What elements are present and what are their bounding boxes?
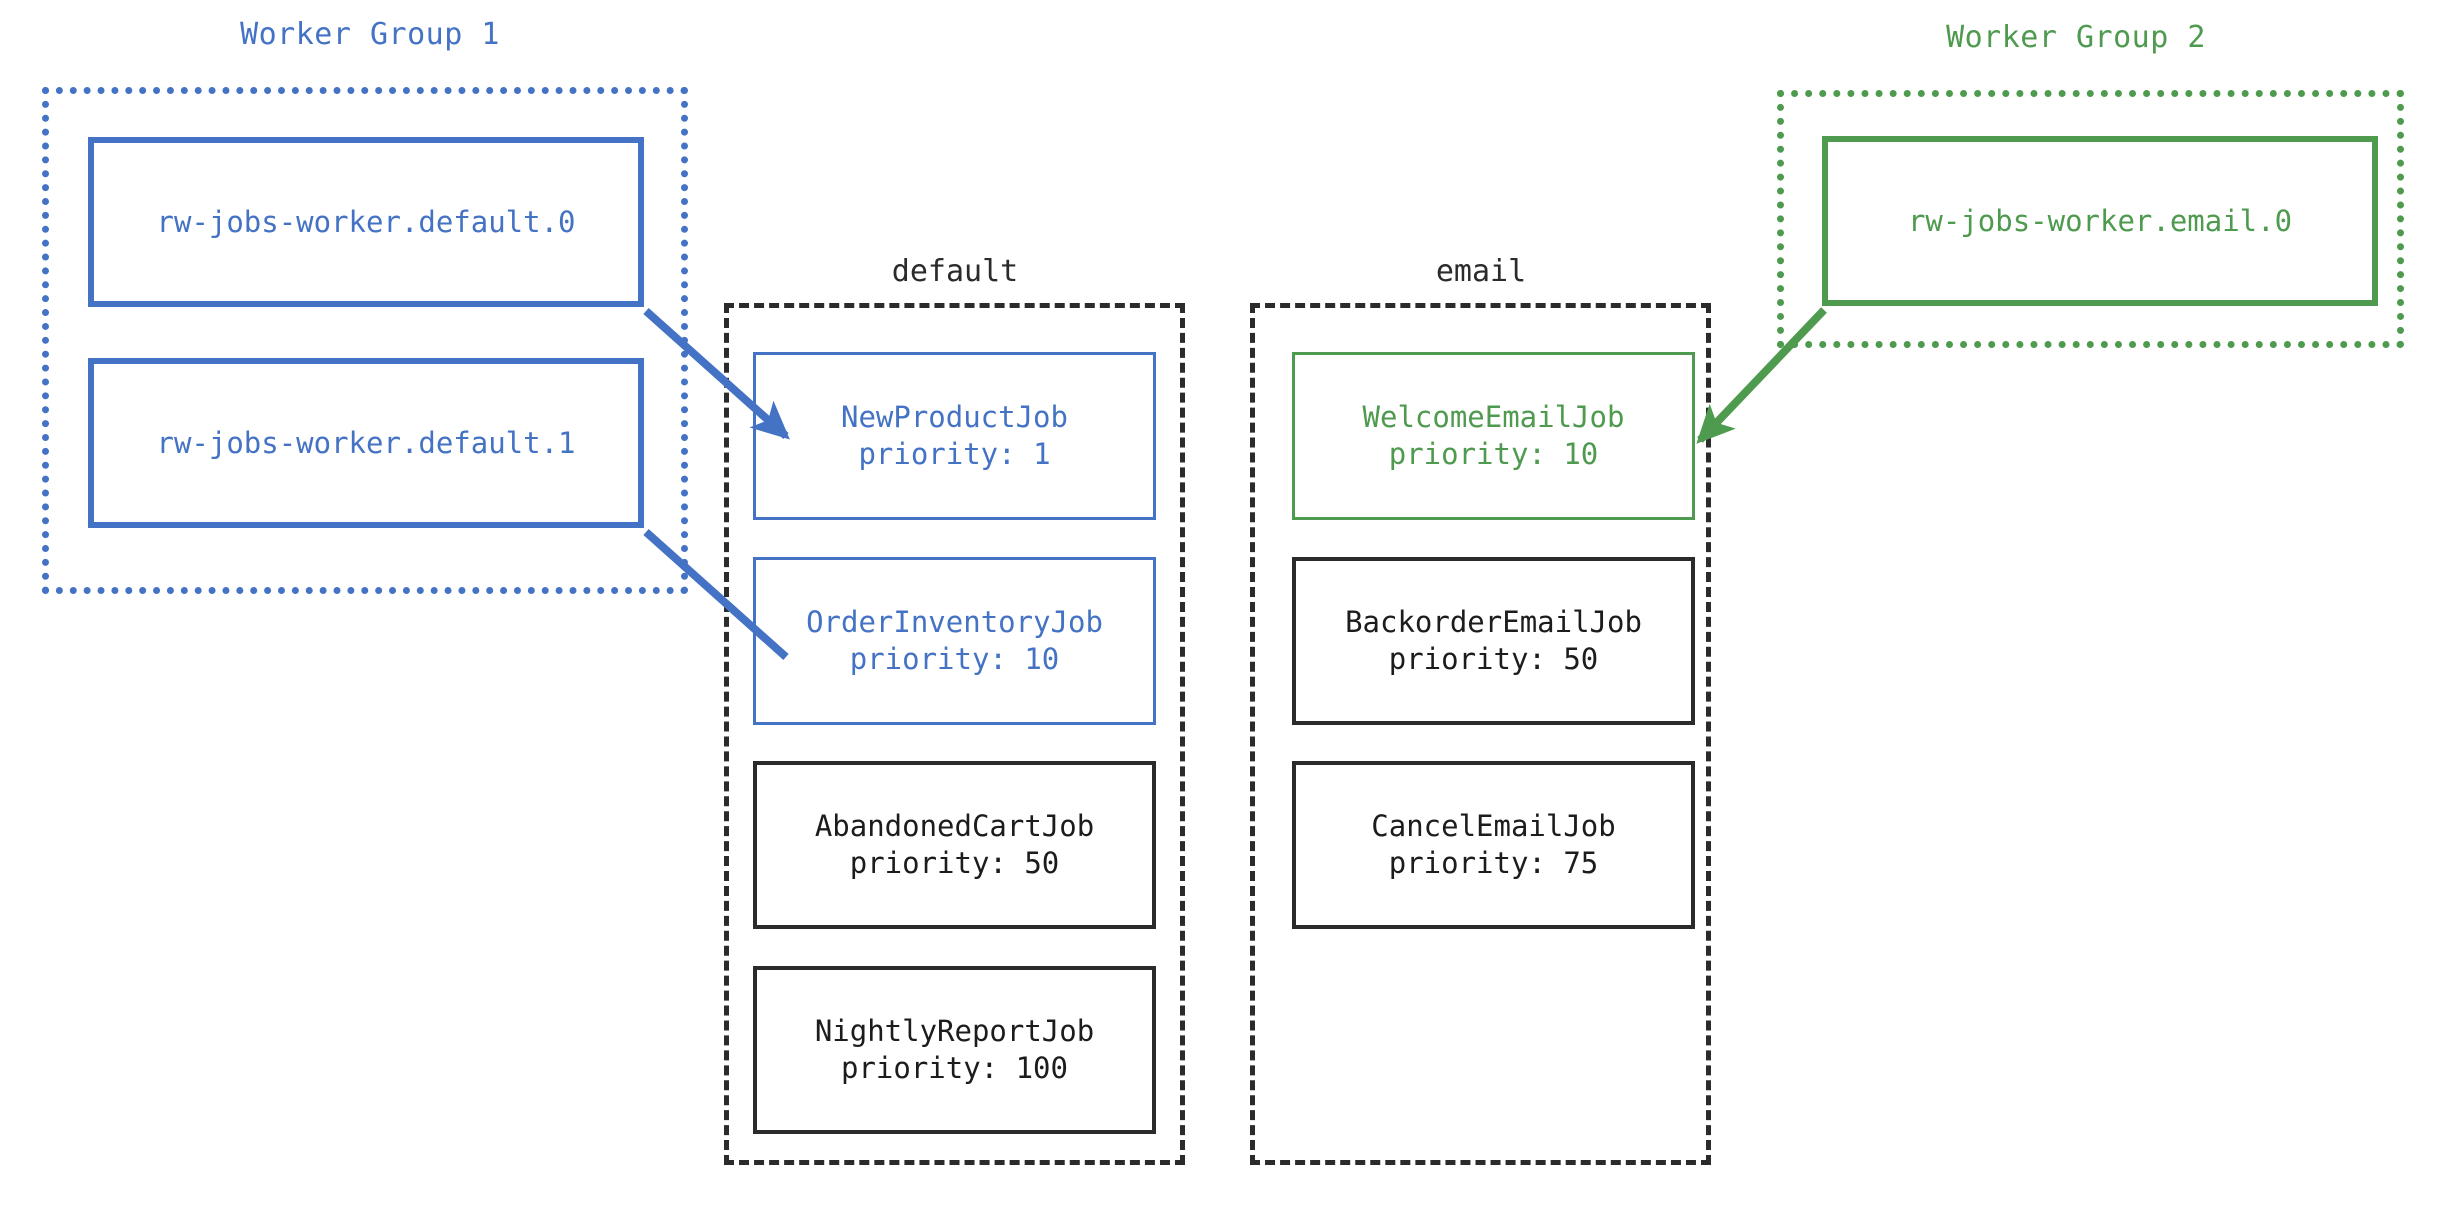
worker-node-label: rw-jobs-worker.default.1 [156, 426, 576, 460]
job-card[interactable]: WelcomeEmailJob priority: 10 [1292, 352, 1695, 520]
job-card[interactable]: AbandonedCartJob priority: 50 [753, 761, 1156, 929]
worker-node-default-1[interactable]: rw-jobs-worker.default.1 [88, 358, 644, 528]
job-card[interactable]: BackorderEmailJob priority: 50 [1292, 557, 1695, 725]
worker-group-1-title: Worker Group 1 [240, 17, 500, 52]
job-card[interactable]: NightlyReportJob priority: 100 [753, 966, 1156, 1134]
job-priority: priority: 75 [1388, 846, 1599, 880]
job-name: CancelEmailJob [1371, 808, 1616, 843]
job-priority: priority: 50 [1388, 642, 1599, 676]
queue-title-email: email [1435, 254, 1527, 289]
job-priority: priority: 50 [849, 846, 1060, 880]
queue-container-email [1250, 303, 1711, 1165]
job-card[interactable]: CancelEmailJob priority: 75 [1292, 761, 1695, 929]
queue-container-default [724, 303, 1185, 1165]
worker-node-email-0[interactable]: rw-jobs-worker.email.0 [1822, 136, 2378, 306]
worker-node-label: rw-jobs-worker.default.0 [156, 205, 576, 239]
queue-title-default: default [891, 254, 1019, 289]
job-name: WelcomeEmailJob [1362, 399, 1625, 434]
job-priority: priority: 100 [841, 1051, 1068, 1085]
worker-node-default-0[interactable]: rw-jobs-worker.default.0 [88, 137, 644, 307]
worker-node-label: rw-jobs-worker.email.0 [1907, 204, 2293, 238]
job-priority: priority: 10 [849, 642, 1060, 676]
job-name: BackorderEmailJob [1345, 604, 1642, 639]
job-name: NewProductJob [841, 399, 1068, 434]
job-card[interactable]: NewProductJob priority: 1 [753, 352, 1156, 520]
job-name: AbandonedCartJob [814, 808, 1095, 843]
job-name: OrderInventoryJob [806, 604, 1103, 639]
worker-group-2-container [1777, 90, 2404, 348]
job-name: NightlyReportJob [814, 1013, 1095, 1048]
worker-group-2-title: Worker Group 2 [1946, 20, 2206, 55]
job-priority: priority: 1 [858, 437, 1051, 471]
job-priority: priority: 10 [1388, 437, 1599, 471]
job-card[interactable]: OrderInventoryJob priority: 10 [753, 557, 1156, 725]
